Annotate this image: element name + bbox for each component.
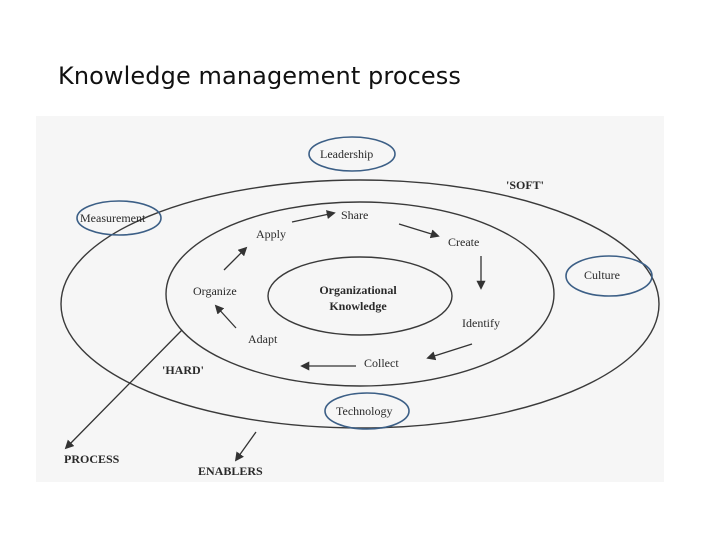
soft-label: 'SOFT': [506, 178, 544, 192]
inner-ring: [267, 256, 453, 336]
cycle-identify: Identify: [462, 316, 500, 330]
cycle-share: Share: [341, 208, 368, 222]
culture-highlight: [565, 255, 653, 297]
cycle-organize: Organize: [193, 284, 237, 298]
slide-title: Knowledge management process: [58, 62, 461, 90]
center-label-line2: Knowledge: [329, 299, 387, 313]
leadership-highlight: [308, 136, 396, 172]
cycle-apply: Apply: [256, 227, 286, 241]
measurement-highlight: [76, 200, 162, 236]
arrow-apply-share: [291, 210, 336, 223]
enablers-arrow: [234, 431, 257, 462]
cycle-adapt: Adapt: [248, 332, 278, 346]
enabler-culture: Culture: [584, 268, 620, 282]
arrow-share-create: [398, 223, 440, 239]
km-diagram: Organizational Knowledge Share Create Id…: [36, 116, 664, 482]
process-label: PROCESS: [64, 452, 120, 466]
cycle-create: Create: [448, 235, 479, 249]
middle-ring: [165, 201, 555, 387]
enabler-leadership: Leadership: [320, 147, 373, 161]
arrow-adapt-organize: [214, 304, 237, 329]
km-diagram-svg: Organizational Knowledge Share Create Id…: [60, 136, 660, 478]
enabler-technology: Technology: [336, 404, 392, 418]
hard-label: 'HARD': [162, 363, 204, 377]
arrow-identify-collect: [426, 343, 473, 361]
arrow-organize-apply: [223, 246, 248, 271]
enablers-label: ENABLERS: [198, 464, 263, 478]
process-arrow: [64, 329, 183, 450]
center-label-line1: Organizational: [319, 283, 397, 297]
enabler-measurement: Measurement: [80, 211, 146, 225]
technology-highlight: [324, 392, 410, 430]
cycle-collect: Collect: [364, 356, 399, 370]
